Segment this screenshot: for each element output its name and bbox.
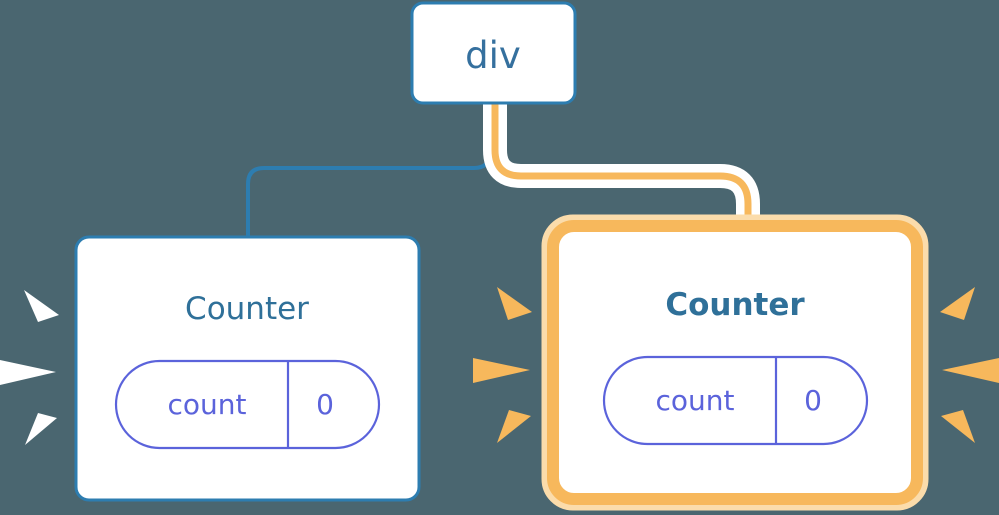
node-counter-left[interactable]: Counter count 0 [74,235,421,502]
state-pill-right-key: count [656,384,735,417]
node-counter-left-label: Counter [185,291,309,327]
state-pill-right-value: 0 [804,384,822,417]
sparkle-icon [497,287,532,320]
sparkle-icon [940,287,975,320]
sparkle-icon [497,410,531,443]
node-counter-right-box [566,239,904,486]
node-counter-left-box [74,235,421,502]
state-pill-left-key: count [168,388,247,421]
node-div-box [410,1,577,105]
edge-root-to-right-counter [491,103,752,238]
node-counter-right[interactable]: Counter count 0 [541,214,929,511]
state-pill-left-value: 0 [316,388,334,421]
sparkle-icon [942,358,999,383]
state-pill-left-outline [114,359,381,450]
sparkles-right-counter-right [940,287,999,443]
state-pill-right: count 0 [602,355,869,446]
node-counter-right-label: Counter [665,287,805,323]
node-counter-right-glow [541,214,929,511]
sparkle-icon [24,290,59,322]
edge-root-to-left-counter [246,103,492,238]
sparkle-icon [473,358,530,383]
sparkles-right-counter-left [473,287,532,443]
sparkle-icon [25,413,57,445]
node-div[interactable]: div [410,1,577,105]
sparkle-icon [0,360,56,385]
state-pill-right-outline [602,355,869,446]
node-div-label: div [465,34,521,77]
state-pill-left: count 0 [114,359,381,450]
sparkles-left-counter [0,290,59,445]
sparkle-icon [941,410,975,443]
edges-layer [246,103,760,238]
